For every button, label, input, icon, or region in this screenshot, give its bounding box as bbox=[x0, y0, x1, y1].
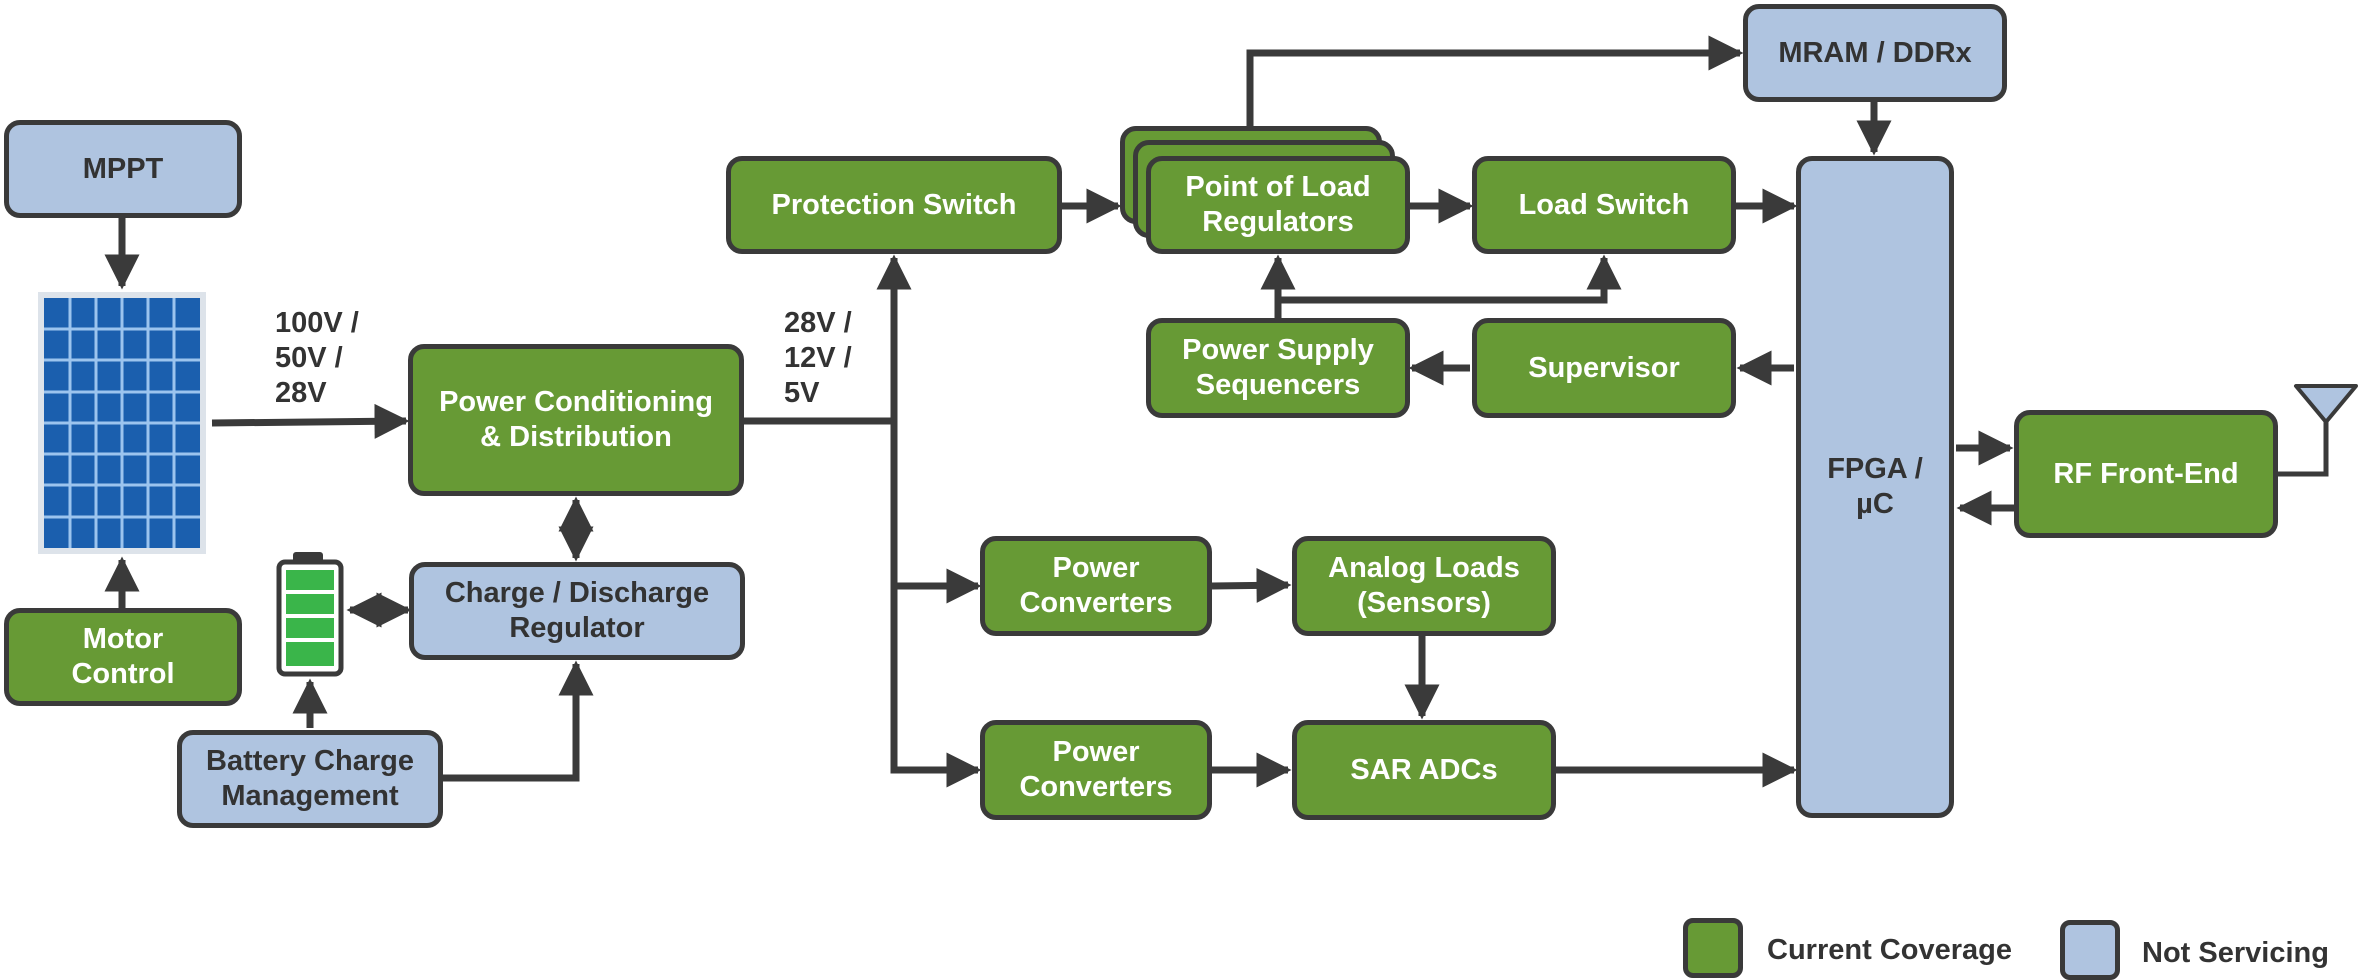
protection-switch-block: Protection Switch bbox=[726, 156, 1062, 254]
mppt-block: MPPT bbox=[4, 120, 242, 218]
legend-current-coverage-swatch bbox=[1683, 918, 1743, 978]
power-supply-sequencers-block: Power Supply Sequencers bbox=[1146, 318, 1410, 418]
battery-icon bbox=[276, 552, 344, 677]
solar-panel-icon bbox=[38, 292, 206, 554]
power-conditioning-block: Power Conditioning & Distribution bbox=[408, 344, 744, 496]
bus-voltage-label: 28V / 12V / 5V bbox=[784, 307, 852, 409]
legend-not-servicing-label: Not Servicing bbox=[2142, 937, 2329, 969]
rf-front-end-block: RF Front-End bbox=[2014, 410, 2278, 538]
motor-control-block: Motor Control bbox=[4, 608, 242, 706]
power-converters-block-1: Power Converters bbox=[980, 536, 1212, 636]
analog-loads-block: Analog Loads (Sensors) bbox=[1292, 536, 1556, 636]
supervisor-block: Supervisor bbox=[1472, 318, 1736, 418]
charge-discharge-regulator-block: Charge / Discharge Regulator bbox=[409, 562, 745, 660]
legend-not-servicing-swatch bbox=[2060, 920, 2120, 980]
sar-adcs-block: SAR ADCs bbox=[1292, 720, 1556, 820]
load-switch-block: Load Switch bbox=[1472, 156, 1736, 254]
legend-current-coverage-label: Current Coverage bbox=[1767, 934, 2012, 966]
power-converters-block-2: Power Converters bbox=[980, 720, 1212, 820]
point-of-load-regulators-block: Point of Load Regulators bbox=[1146, 156, 1410, 254]
input-voltage-label: 100V / 50V / 28V bbox=[275, 307, 359, 409]
battery-charge-management-block: Battery Charge Management bbox=[177, 730, 443, 828]
mram-ddrx-block: MRAM / DDRx bbox=[1743, 4, 2007, 102]
fpga-uc-block: FPGA / µC bbox=[1796, 156, 1954, 818]
antenna-icon bbox=[2277, 384, 2358, 477]
